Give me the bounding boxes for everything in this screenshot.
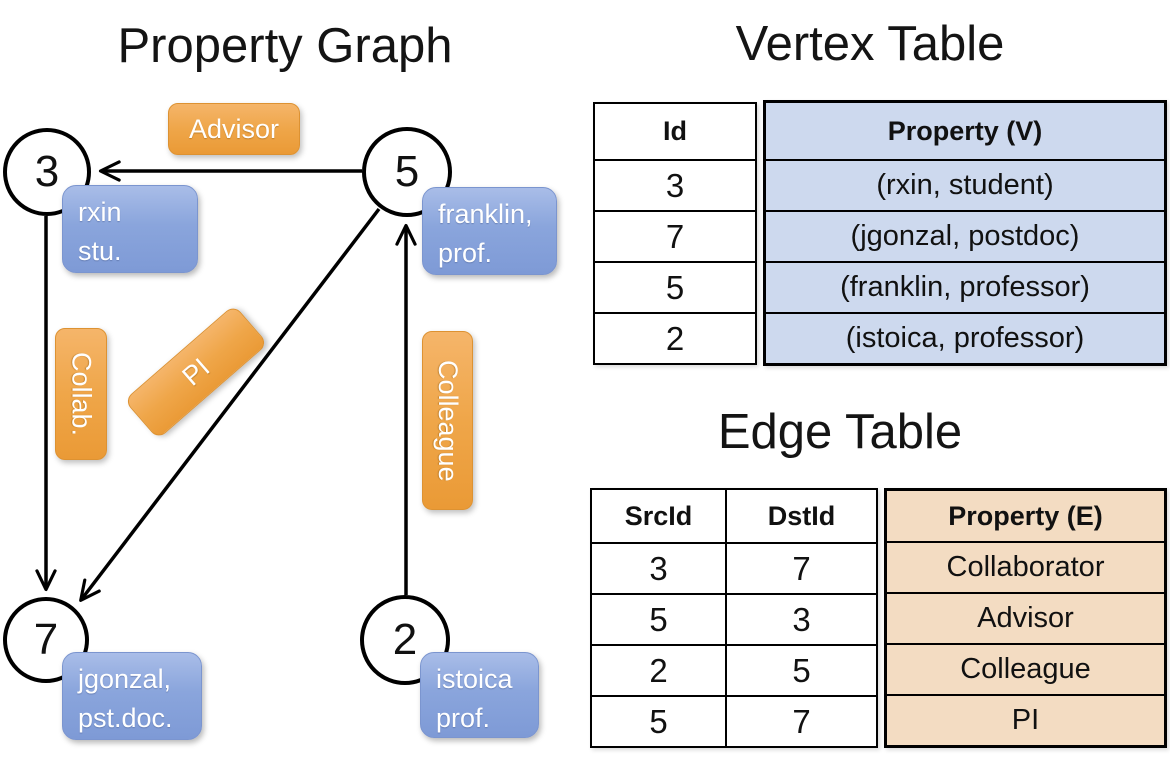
edge-label-collab: Collab.	[55, 328, 107, 460]
graph-node-5: 5	[362, 127, 452, 217]
edge-table-header-srcid: SrcId	[624, 500, 693, 531]
edge-label-advisor: Advisor	[168, 103, 300, 155]
edge-table-header-dstid: DstId	[767, 500, 836, 531]
edge-table-srcid-column: SrcId 3 5 2 5	[592, 490, 725, 746]
edge-label-text: PI	[176, 351, 216, 392]
vertex-id-cell: 7	[595, 210, 755, 261]
node-id-label: 7	[33, 615, 59, 664]
vertex-table-property-column: Property (V) (rxin, student) (jgonzal, p…	[763, 100, 1167, 366]
vertex-property-cell: (franklin, professor)	[766, 261, 1164, 312]
edge-property-cell: Collaborator	[887, 541, 1164, 592]
vertex-id-cell: 5	[595, 261, 755, 312]
vertex-property-cell: (istoica, professor)	[766, 312, 1164, 363]
edge-table-property-column: Property (E) Collaborator Advisor Collea…	[884, 488, 1167, 748]
node-id-label: 2	[392, 615, 418, 664]
vertex-table-header-id: Id	[663, 116, 687, 146]
edge-srcid-cell: 5	[592, 695, 725, 746]
vertex-property-line: franklin,	[438, 199, 533, 229]
edge-table-header-property: Property (E)	[948, 500, 1103, 531]
edge-label-text: Colleague	[433, 359, 463, 482]
edge-srcid-cell: 2	[592, 644, 725, 695]
edge-table-id-columns: SrcId 3 5 2 5 DstId 7 3 5 7	[590, 488, 878, 748]
vertex-property-box-2: istoica prof.	[420, 652, 539, 738]
edge-label-text: Collab.	[66, 351, 97, 437]
node-id-label: 5	[394, 147, 420, 196]
vertex-property-box-3: rxin stu.	[62, 185, 198, 273]
vertex-id-cell: 3	[595, 159, 755, 210]
vertex-table-title: Vertex Table	[735, 17, 1005, 71]
edge-dstid-cell: 3	[727, 593, 876, 644]
edge-dstid-cell: 7	[727, 542, 876, 593]
edge-label-text: Advisor	[188, 113, 280, 144]
vertex-property-line: istoica	[436, 664, 513, 694]
vertex-id-cell: 2	[595, 312, 755, 363]
vertex-property-line: stu.	[78, 236, 122, 267]
vertex-property-line: prof.	[438, 238, 493, 269]
vertex-property-box-5: franklin, prof.	[422, 187, 557, 275]
edge-dstid-cell: 5	[727, 644, 876, 695]
vertex-property-cell: (jgonzal, postdoc)	[766, 210, 1164, 261]
graph-node-3: 3	[3, 128, 91, 216]
edge-table-dstid-column: DstId 7 3 5 7	[725, 490, 876, 746]
vertex-table-id-column: Id 3 7 5 2	[593, 102, 757, 365]
edge-label-colleague: Colleague	[422, 331, 473, 510]
vertex-table-header-property: Property (V)	[887, 115, 1043, 146]
vertex-property-line: rxin	[78, 197, 122, 227]
edge-table-title: Edge Table	[717, 405, 963, 459]
edge-srcid-cell: 5	[592, 593, 725, 644]
vertex-property-line: pst.doc.	[78, 703, 173, 734]
vertex-property-line: prof.	[436, 703, 491, 734]
graph-title: Property Graph	[117, 19, 453, 73]
edge-property-cell: Advisor	[887, 592, 1164, 643]
node-id-label: 3	[34, 147, 60, 196]
edge-dstid-cell: 7	[727, 695, 876, 746]
edge-srcid-cell: 3	[592, 542, 725, 593]
vertex-property-box-7: jgonzal, pst.doc.	[62, 652, 202, 740]
edge-property-cell: Colleague	[887, 643, 1164, 694]
edge-label-pi: PI	[123, 304, 269, 440]
edge-property-cell: PI	[887, 694, 1164, 745]
vertex-property-cell: (rxin, student)	[766, 159, 1164, 210]
vertex-property-line: jgonzal,	[78, 664, 172, 694]
